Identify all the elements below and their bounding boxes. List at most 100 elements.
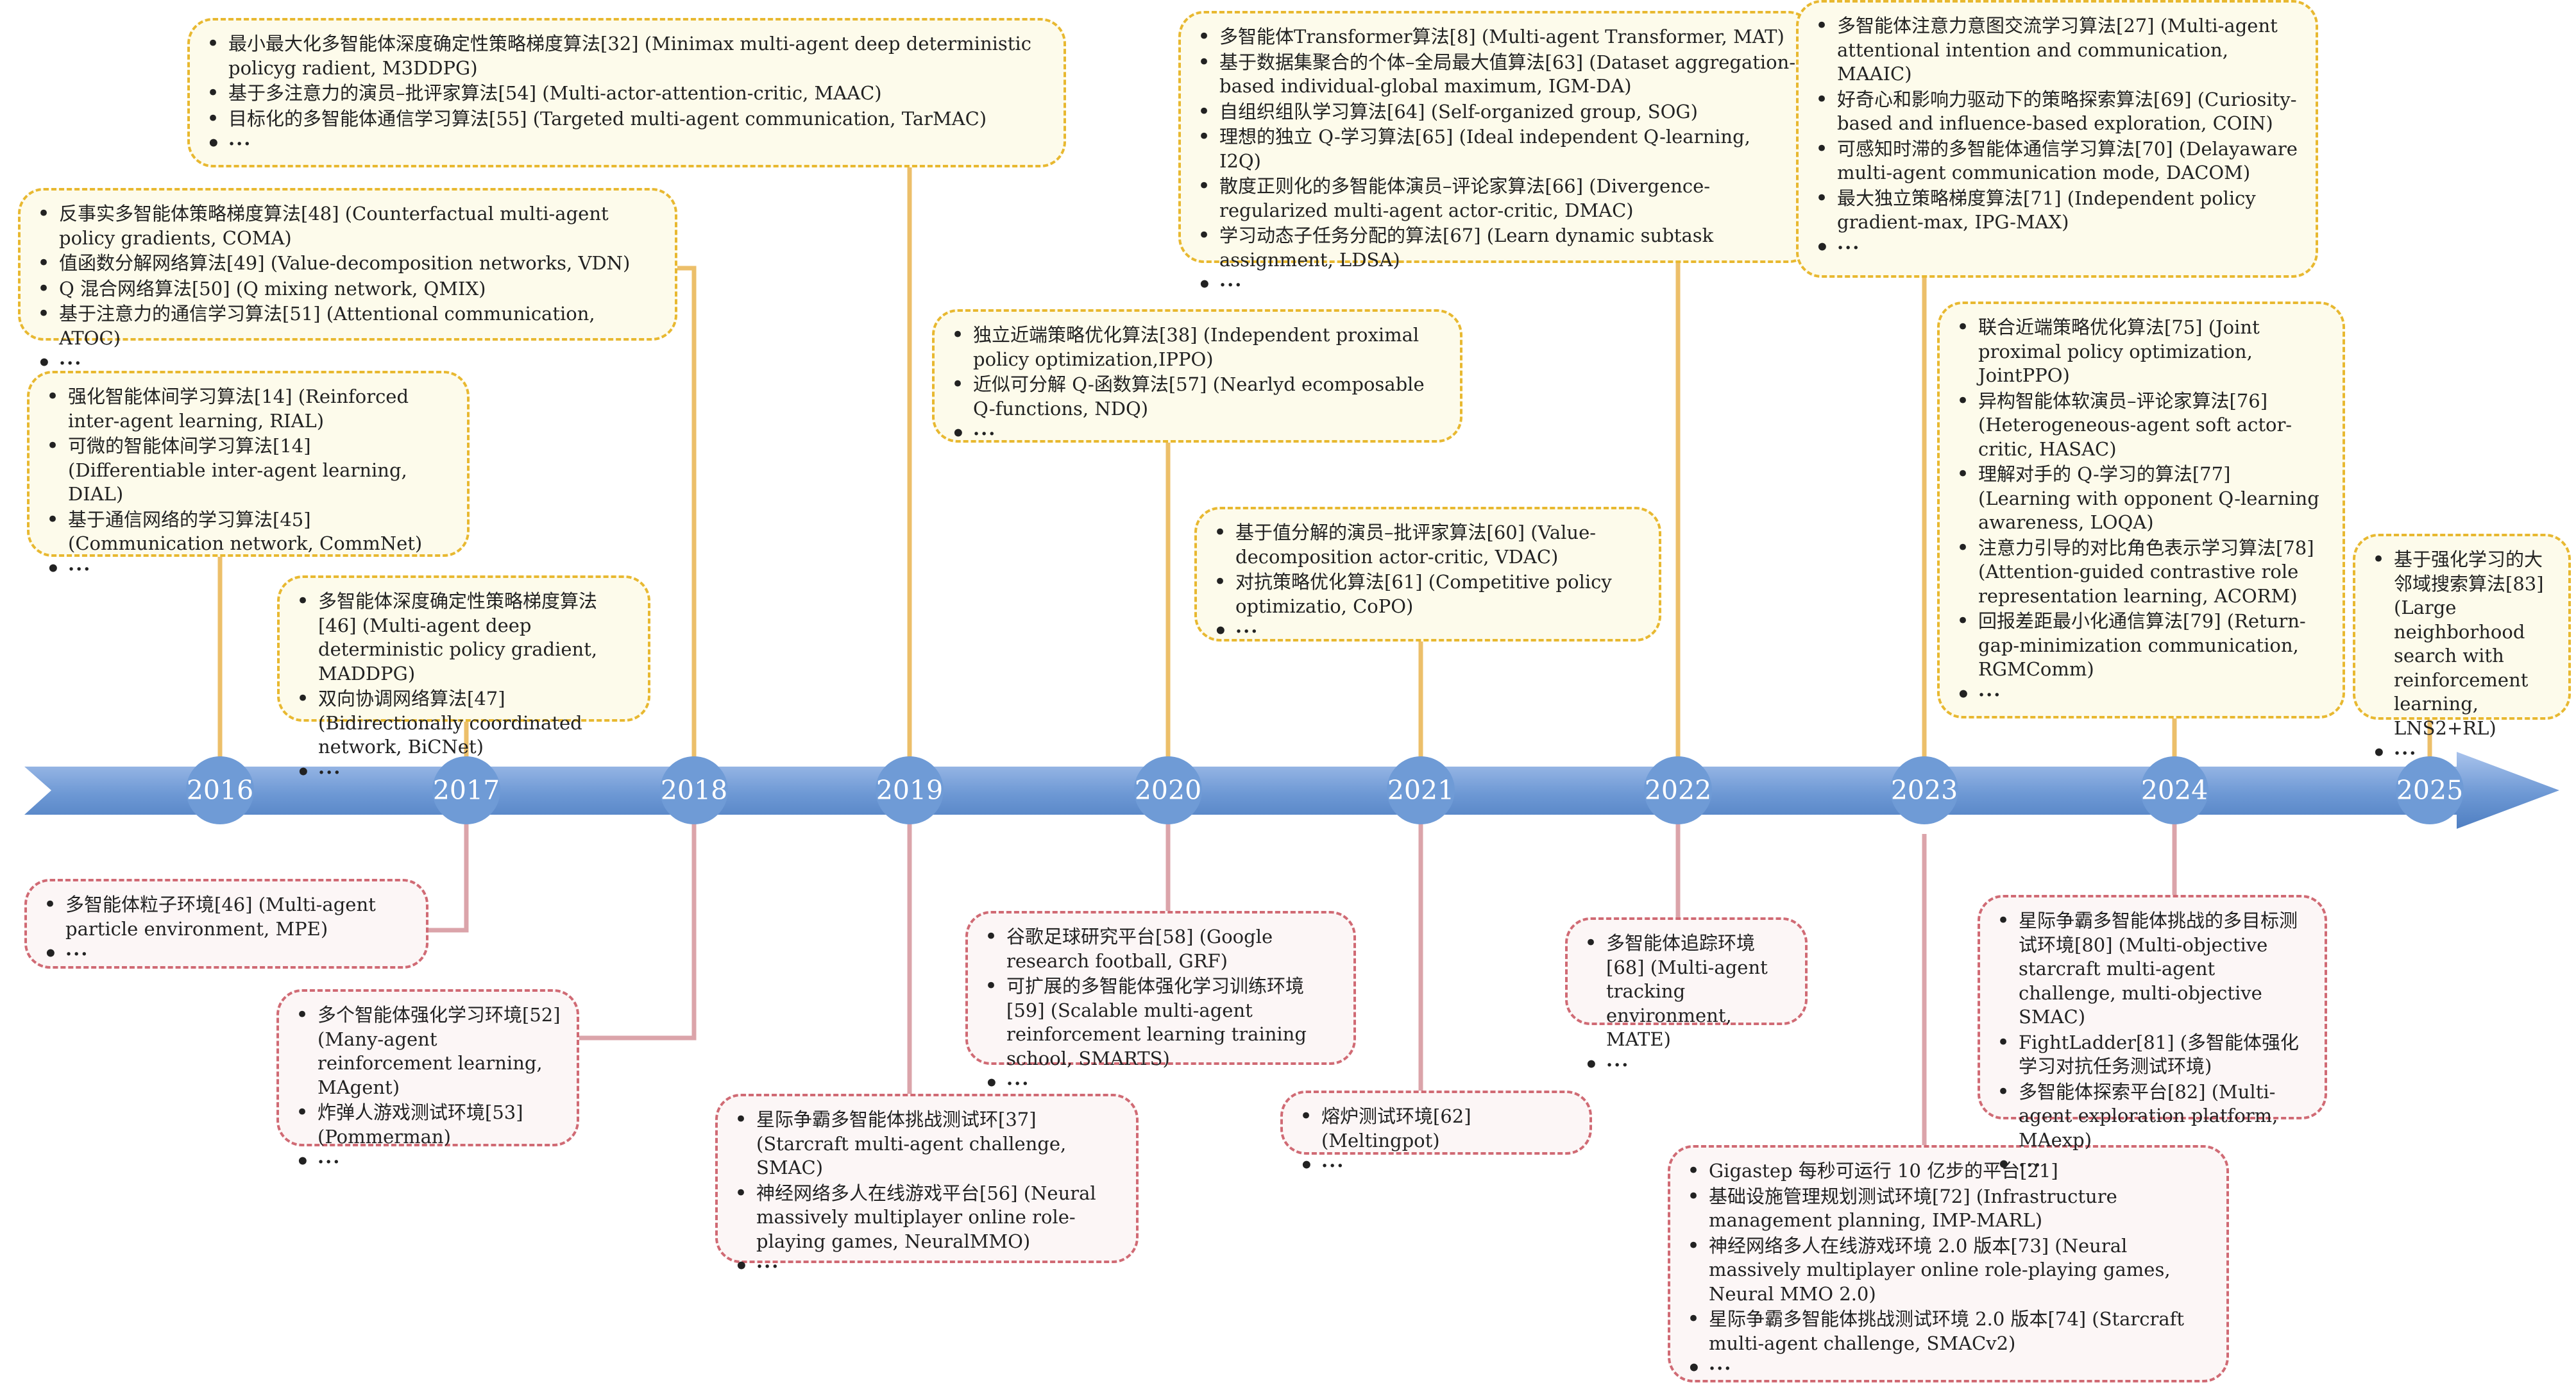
year-circle	[2140, 756, 2208, 824]
algorithm-list: 独立近端策略优化算法[38] (Independent proximal pol…	[949, 323, 1446, 446]
environment-item: 炸弹人游戏测试环境[53] (Pommerman)	[293, 1101, 563, 1149]
algorithm-item: 双向协调网络算法[47] (Bidirectionally coordinate…	[294, 687, 634, 760]
more-ellipsis: ···	[1211, 620, 1645, 644]
algorithm-item: 回报差距最小化通信算法[79] (Return-gap-minimization…	[1954, 609, 2328, 682]
algorithm-list: 强化智能体间学习算法[14] (Reinforced inter-agent l…	[44, 385, 453, 581]
environment-item: 熔炉测试环境[62] (Meltingpot)	[1297, 1105, 1575, 1153]
year-label: 2019	[876, 775, 943, 806]
year-circle	[1134, 756, 1202, 824]
year-marker-2021: 2021	[1387, 756, 1455, 824]
connector-lines	[217, 167, 2432, 1145]
year-marker-2019: 2019	[876, 756, 944, 824]
year-circle	[1387, 756, 1455, 824]
algorithm-box-2020: 独立近端策略优化算法[38] (Independent proximal pol…	[932, 309, 1462, 446]
algorithm-box-2017: 反事实多智能体策略梯度算法[48] (Counterfactual multi-…	[18, 188, 677, 375]
algorithm-item: 自组织组队学习算法[64] (Self-organized group, SOG…	[1195, 100, 1797, 124]
year-circle	[2396, 756, 2464, 824]
year-label: 2023	[1891, 775, 1958, 806]
year-label: 2016	[187, 775, 253, 806]
more-ellipsis: ···	[41, 942, 412, 967]
year-circle	[1644, 756, 1712, 824]
year-circle	[876, 756, 944, 824]
algorithm-item: 反事实多智能体策略梯度算法[48] (Counterfactual multi-…	[35, 202, 661, 250]
year-circle	[660, 756, 728, 824]
algorithm-item: 散度正则化的多智能体演员–评论家算法[66] (Divergence-regul…	[1195, 174, 1797, 223]
algorithm-item: 基于强化学习的大邻域搜索算法[83] (Large neighborhood s…	[2369, 548, 2554, 740]
algorithm-item: 注意力引导的对比角色表示学习算法[78] (Attention-guided c…	[1954, 536, 2328, 609]
more-ellipsis: ···	[1582, 1053, 1791, 1078]
environment-list: Gigastep 每秒可运行 10 亿步的平台[21]基础设施管理规划测试环境[…	[1684, 1159, 2212, 1381]
environment-item: 基础设施管理规划测试环境[72] (Infrastructure managem…	[1684, 1185, 2212, 1233]
more-ellipsis: ···	[1684, 1357, 2212, 1381]
environment-box-2021: 熔炉测试环境[62] (Meltingpot)···	[1280, 1091, 1592, 1178]
year-label: 2020	[1135, 775, 1201, 806]
more-ellipsis: ···	[294, 761, 634, 785]
algorithm-item: 强化智能体间学习算法[14] (Reinforced inter-agent l…	[44, 385, 453, 433]
algorithm-connector	[677, 266, 697, 777]
algorithm-box-2016: 强化智能体间学习算法[14] (Reinforced inter-agent l…	[27, 371, 470, 581]
algorithm-item: 基于多注意力的演员–批评家算法[54] (Multi-actor-attenti…	[204, 81, 1049, 106]
year-marker-2016: 2016	[186, 756, 254, 824]
more-ellipsis: ···	[44, 557, 453, 582]
algorithm-item: 异构智能体软演员–评论家算法[76] (Heterogeneous-agent …	[1954, 389, 2328, 462]
more-ellipsis: ···	[1954, 683, 2328, 708]
environment-list: 多个智能体强化学习环境[52] (Many-agent reinforcemen…	[293, 1003, 563, 1175]
algorithm-item: 目标化的多智能体通信学习算法[55] (Targeted multi-agent…	[204, 107, 1049, 132]
environment-item: 星际争霸多智能体挑战测试环境 2.0 版本[74] (Starcraft mul…	[1684, 1307, 2212, 1355]
year-label: 2024	[2141, 775, 2208, 806]
environment-connector	[428, 803, 469, 933]
algorithm-item: 近似可分解 Q-函数算法[57] (Nearlyd ecomposable Q-…	[949, 373, 1446, 421]
environment-box-2022: 多智能体追踪环境[68] (Multi-agent tracking envir…	[1565, 917, 1808, 1077]
algorithm-box-2017: 多智能体深度确定性策略梯度算法[46] (Multi-agent deep de…	[277, 575, 650, 785]
environment-item: 神经网络多人在线游戏环境 2.0 版本[73] (Neural massivel…	[1684, 1234, 2212, 1307]
more-ellipsis: ···	[35, 352, 661, 376]
algorithm-item: Q 混合网络算法[50] (Q mixing network, QMIX)	[35, 277, 661, 302]
algorithm-item: 联合近端策略优化算法[75] (Joint proximal policy op…	[1954, 316, 2328, 388]
more-ellipsis: ···	[2369, 742, 2554, 766]
environment-list: 星际争霸多智能体挑战的多目标测试环境[80] (Multi-objective …	[1994, 909, 2310, 1178]
year-circle	[186, 756, 254, 824]
year-label: 2021	[1387, 775, 1454, 806]
environment-item: 可扩展的多智能体强化学习训练环境[59] (Scalable multi-age…	[982, 974, 1339, 1071]
year-circle	[1890, 756, 1958, 824]
algorithm-item: 基于数据集聚合的个体–全局最大值算法[63] (Dataset aggregat…	[1195, 51, 1797, 99]
environment-item: 多智能体探索平台[82] (Multi-agent exploration pl…	[1994, 1080, 2310, 1153]
algorithm-list: 基于强化学习的大邻域搜索算法[83] (Large neighborhood s…	[2369, 548, 2554, 766]
algorithm-item: 好奇心和影响力驱动下的策略探索算法[69] (Curiosity-based a…	[1813, 88, 2301, 136]
algorithm-item: 基于值分解的演员–批评家算法[60] (Value-decomposition …	[1211, 521, 1645, 569]
environment-item: 多个智能体强化学习环境[52] (Many-agent reinforcemen…	[293, 1003, 563, 1100]
more-ellipsis: ···	[732, 1255, 1122, 1279]
environment-box-2023: Gigastep 每秒可运行 10 亿步的平台[21]基础设施管理规划测试环境[…	[1668, 1145, 2229, 1382]
more-ellipsis: ···	[204, 132, 1049, 157]
algorithm-item: 值函数分解网络算法[49] (Value-decomposition netwo…	[35, 251, 661, 276]
environment-box-2019: 星际争霸多智能体挑战测试环[37] (Starcraft multi-agent…	[715, 1094, 1139, 1279]
algorithm-list: 反事实多智能体策略梯度算法[48] (Counterfactual multi-…	[35, 202, 661, 376]
environment-item: 星际争霸多智能体挑战的多目标测试环境[80] (Multi-objective …	[1994, 909, 2310, 1030]
algorithm-box-2021: 基于值分解的演员–批评家算法[60] (Value-decomposition …	[1194, 507, 1661, 644]
more-ellipsis: ···	[1297, 1154, 1575, 1178]
algorithm-item: 可微的智能体间学习算法[14] (Differentiable inter-ag…	[44, 434, 453, 507]
environment-item: 谷歌足球研究平台[58] (Google research football, …	[982, 925, 1339, 973]
algorithm-list: 多智能体深度确定性策略梯度算法[46] (Multi-agent deep de…	[294, 590, 634, 785]
more-ellipsis: ···	[1813, 236, 2301, 260]
environment-item: 多智能体追踪环境[68] (Multi-agent tracking envir…	[1582, 931, 1791, 1052]
year-marker-2022: 2022	[1644, 756, 1712, 824]
environment-list: 多智能体追踪环境[68] (Multi-agent tracking envir…	[1582, 931, 1791, 1077]
more-ellipsis: ···	[293, 1150, 563, 1175]
more-ellipsis: ···	[949, 422, 1446, 446]
environment-item: 星际争霸多智能体挑战测试环[37] (Starcraft multi-agent…	[732, 1108, 1122, 1180]
environment-box-2017: 多智能体粒子环境[46] (Multi-agent particle envir…	[24, 879, 428, 969]
algorithm-item: 理想的独立 Q-学习算法[65] (Ideal independent Q-le…	[1195, 125, 1797, 173]
environment-list: 谷歌足球研究平台[58] (Google research football, …	[982, 925, 1339, 1096]
algorithm-box-2022: 多智能体Transformer算法[8] (Multi-agent Transf…	[1178, 11, 1814, 297]
environment-item: 神经网络多人在线游戏平台[56] (Neural massively multi…	[732, 1182, 1122, 1254]
more-ellipsis: ···	[1195, 273, 1797, 298]
algorithm-list: 多智能体Transformer算法[8] (Multi-agent Transf…	[1195, 25, 1797, 298]
environment-list: 多智能体粒子环境[46] (Multi-agent particle envir…	[41, 893, 412, 967]
algorithm-item: 基于通信网络的学习算法[45] (Communication network, …	[44, 508, 453, 556]
algorithm-item: 最大独立策略梯度算法[71] (Independent policy gradi…	[1813, 187, 2301, 235]
environment-connector	[579, 803, 697, 1041]
algorithm-item: 可感知时滞的多智能体通信学习算法[70] (Delayaware multi-a…	[1813, 137, 2301, 185]
